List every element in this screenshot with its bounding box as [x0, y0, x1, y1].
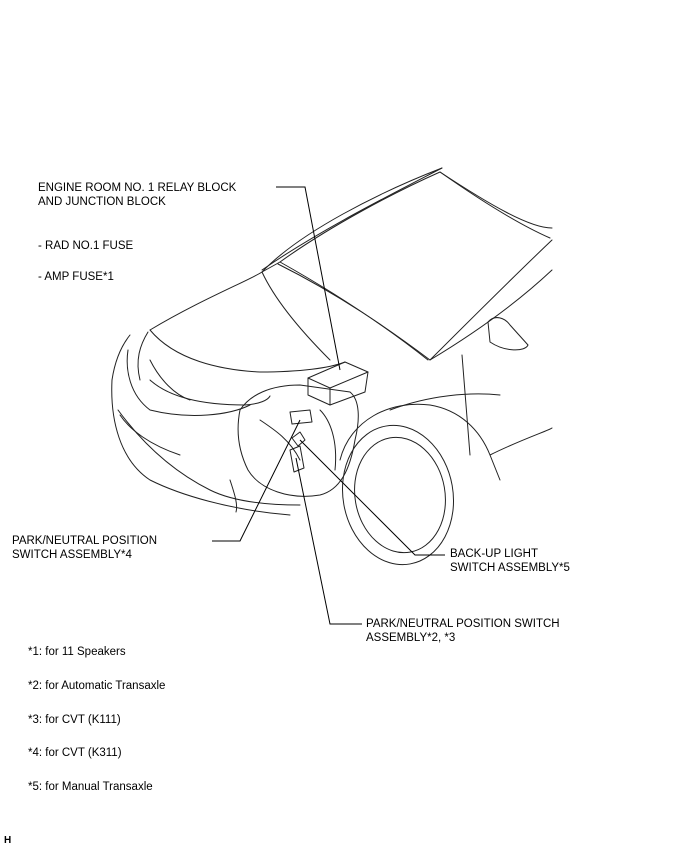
- windshield-bottom: [279, 261, 429, 361]
- door-line: [461, 354, 471, 456]
- leader-backup: [299, 439, 445, 556]
- front-left-side: [111, 334, 131, 381]
- leader-pn-switch-23: [295, 457, 362, 625]
- rad-fuse-label: - RAD NO.1 FUSE: [38, 240, 134, 252]
- pn-switch-4-label-line1: PARK/NEUTRAL POSITION: [12, 535, 158, 547]
- hood-top: [149, 271, 263, 331]
- pn-switch-23-label-line2: ASSEMBLY*2, *3: [366, 632, 456, 644]
- headlight: [149, 379, 271, 406]
- pn-switch-23: [289, 445, 305, 473]
- leader-pn-switch-4: [212, 419, 301, 542]
- windshield-frame-left: [261, 171, 441, 273]
- a-pillar: [277, 263, 431, 361]
- engine-room-label: ENGINE ROOM NO. 1 RELAY BLOCK AND JUNCTI…: [38, 181, 236, 209]
- front-rim: [354, 436, 446, 554]
- leader-engine-room: [276, 186, 341, 371]
- corner-code: H: [4, 835, 12, 846]
- roof-line: [261, 167, 443, 271]
- footnote-3: *3: for CVT (K111): [28, 714, 121, 726]
- relay-block: [307, 361, 369, 406]
- pn-switch-4-label: PARK/NEUTRAL POSITION SWITCH ASSEMBLY*4: [12, 534, 157, 562]
- engine-room-label-line2: AND JUNCTION BLOCK: [38, 196, 166, 208]
- grille-upper: [149, 359, 191, 401]
- bumper-corner: [229, 479, 238, 513]
- backup-switch-label: BACK-UP LIGHT SWITCH ASSEMBLY*5: [450, 547, 570, 575]
- engine-detail: [259, 419, 301, 461]
- backup-switch-label-line2: SWITCH ASSEMBLY*5: [450, 562, 570, 574]
- side-body: [489, 427, 553, 456]
- grille-lower: [117, 409, 301, 506]
- side-window-top: [429, 239, 553, 361]
- mirror: [487, 317, 529, 351]
- windshield-frame-right: [439, 171, 551, 239]
- hood-crease: [261, 271, 331, 361]
- fender-line: [389, 393, 501, 411]
- footnote-2: *2: for Automatic Transaxle: [28, 680, 166, 692]
- hood-front: [137, 331, 149, 381]
- backup-switch-label-line1: BACK-UP LIGHT: [450, 548, 538, 560]
- hood-edge: [149, 329, 346, 373]
- wheel-arch: [339, 403, 501, 481]
- pn-switch-4-label-line2: SWITCH ASSEMBLY*4: [12, 549, 132, 561]
- pn-switch-4: [289, 409, 313, 425]
- fog-area: [119, 414, 181, 456]
- front-tire: [341, 424, 455, 566]
- front-bumper-top: [126, 349, 251, 416]
- backup-switch: [291, 431, 306, 447]
- pn-switch-23-label-line1: PARK/NEUTRAL POSITION SWITCH: [366, 618, 560, 630]
- side-window-line: [429, 269, 553, 361]
- engine-detail2: [319, 409, 337, 471]
- pn-switch-23-label: PARK/NEUTRAL POSITION SWITCH ASSEMBLY*2,…: [366, 617, 560, 645]
- footnote-4: *4: for CVT (K311): [28, 747, 122, 759]
- engine-room-label-line1: ENGINE ROOM NO. 1 RELAY BLOCK: [38, 182, 237, 194]
- roof-rear: [439, 171, 553, 229]
- footnote-1: *1: for 11 Speakers: [28, 646, 126, 658]
- bumper-lower: [111, 379, 291, 516]
- footnote-5: *5: for Manual Transaxle: [28, 781, 153, 793]
- windshield-upper: [261, 167, 443, 273]
- amp-fuse-label: - AMP FUSE*1: [38, 271, 114, 283]
